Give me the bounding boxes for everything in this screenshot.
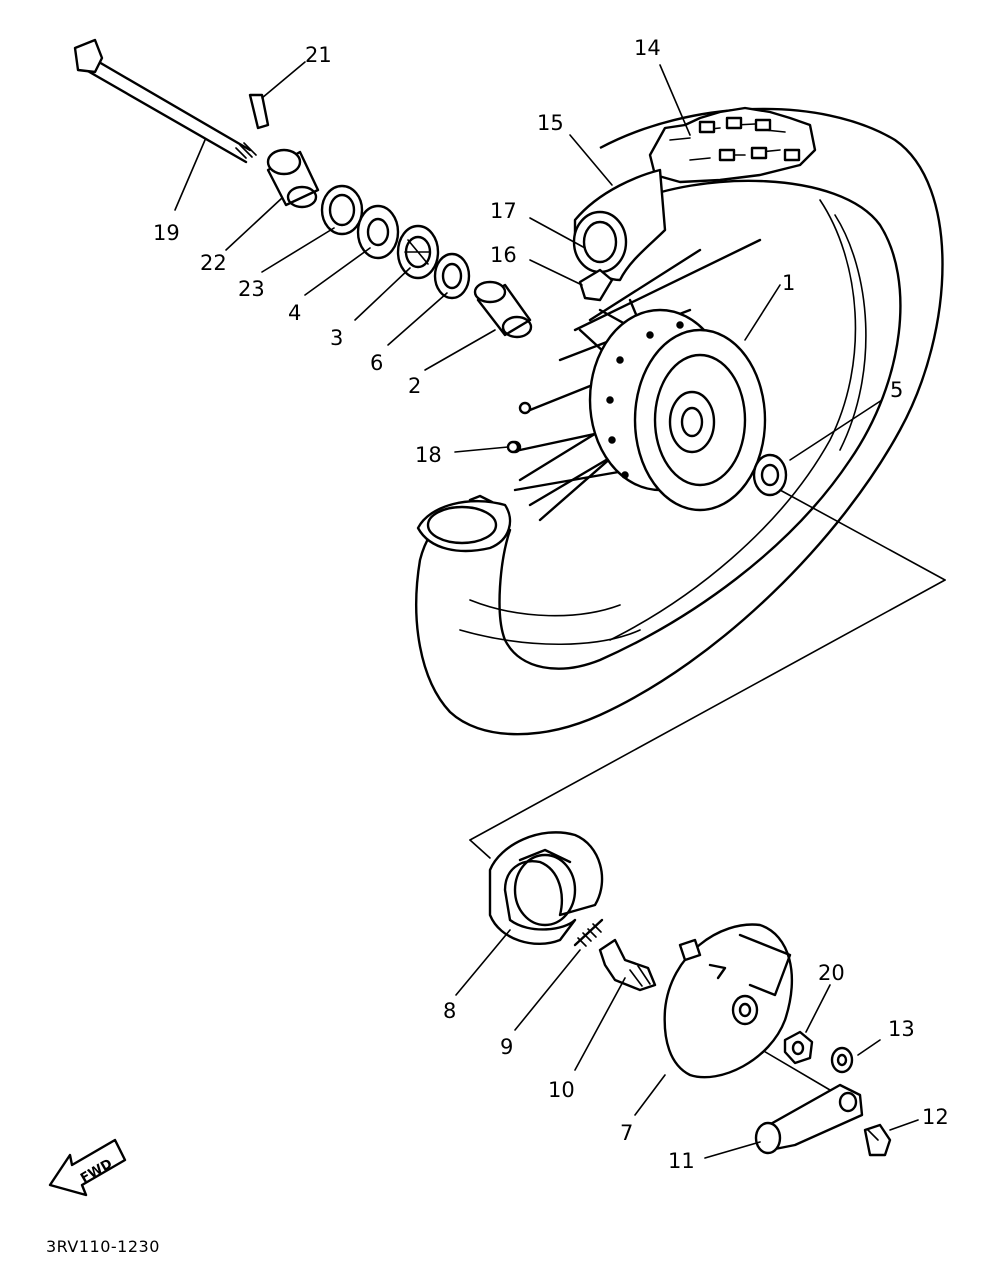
callout-10: 10 <box>548 1078 575 1102</box>
callout-9: 9 <box>500 1035 513 1059</box>
brake-shoe-plate <box>663 923 793 1079</box>
bearing-3 <box>396 224 440 280</box>
brake-lever-camshaft-11 <box>754 1083 864 1155</box>
oil-seal-6 <box>433 252 471 300</box>
callout-2: 2 <box>408 374 421 398</box>
fwd-arrow-icon: FWD <box>48 1138 127 1197</box>
leader-lines <box>174 61 919 1159</box>
callout-4: 4 <box>288 301 301 325</box>
wheel-hub <box>588 308 767 512</box>
callout-6: 6 <box>370 351 383 375</box>
brake-shoe <box>488 831 604 945</box>
callout-18: 18 <box>415 443 442 467</box>
callout-labels: 1 2 3 4 5 6 7 8 9 10 11 12 13 14 15 16 1… <box>153 36 949 1173</box>
callout-7: 7 <box>620 1121 633 1145</box>
callout-14: 14 <box>634 36 661 60</box>
rim-band <box>578 268 614 302</box>
callout-19: 19 <box>153 221 180 245</box>
bearing-4 <box>356 204 400 260</box>
cotter-pin <box>248 93 270 130</box>
callout-12: 12 <box>922 1105 949 1129</box>
brake-camshaft <box>598 938 657 992</box>
nut-20 <box>783 1030 814 1065</box>
callout-1: 1 <box>782 271 795 295</box>
oil-seal-5 <box>752 453 788 497</box>
dust-cover-23 <box>320 184 364 236</box>
tire-tread-blocks <box>648 106 817 184</box>
inner-tube <box>572 168 667 282</box>
axle-collar-22 <box>266 148 320 209</box>
callout-16: 16 <box>490 243 517 267</box>
callout-13: 13 <box>888 1017 915 1041</box>
callout-21: 21 <box>305 43 332 67</box>
spoke-nipple-18 <box>506 440 520 454</box>
callout-23: 23 <box>238 277 265 301</box>
callout-22: 22 <box>200 251 227 275</box>
callout-11: 11 <box>668 1149 695 1173</box>
rim-cutaway <box>416 494 512 553</box>
callout-15: 15 <box>537 111 564 135</box>
callout-17: 17 <box>490 199 517 223</box>
callout-3: 3 <box>330 326 343 350</box>
callout-20: 20 <box>818 961 845 985</box>
brake-spring <box>573 918 604 947</box>
callout-5: 5 <box>890 378 903 402</box>
diagram-code: 3RV110-1230 <box>46 1237 160 1256</box>
spacer-2 <box>473 280 533 339</box>
wheel-axle <box>73 38 257 164</box>
nut-13 <box>830 1046 854 1074</box>
bolt-12 <box>863 1123 892 1157</box>
callout-8: 8 <box>443 999 456 1023</box>
